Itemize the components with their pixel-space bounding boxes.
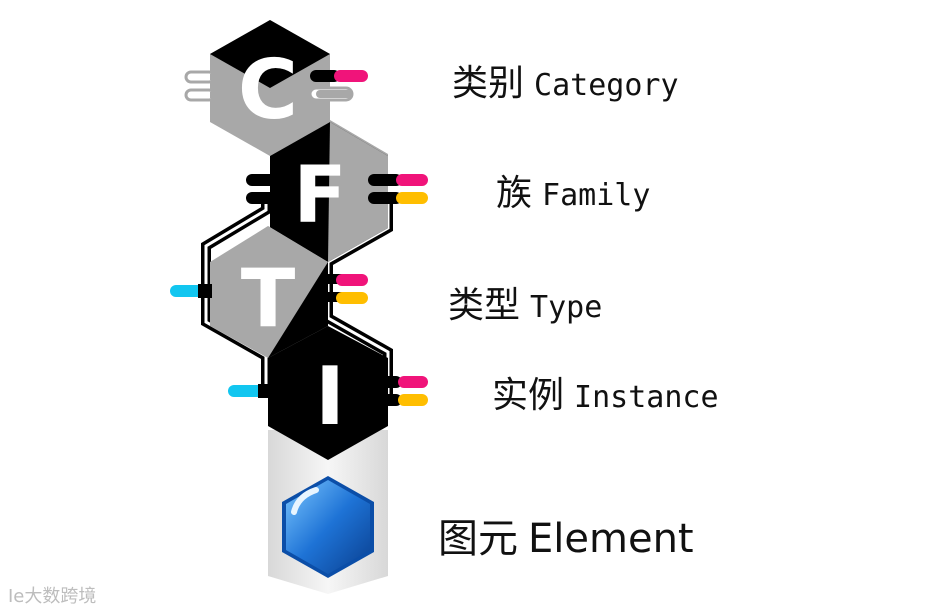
element-label-zh: 图元 (438, 516, 518, 562)
category-label-zh: 类别 (452, 63, 525, 104)
element-label-en: Element (528, 516, 694, 562)
instance-hexagon: I (268, 326, 388, 460)
category-label: 类别 Category (452, 54, 679, 106)
instance-letter: I (315, 350, 345, 443)
family-label-en: Family (542, 178, 651, 213)
element-hexagon (282, 476, 374, 578)
instance-label-zh: 实例 (492, 375, 565, 416)
family-letter: F (293, 151, 346, 241)
type-label: 类型 Type (448, 276, 602, 328)
watermark-logo: Ie大数跨境 (8, 586, 97, 607)
type-letter: T (241, 252, 296, 345)
family-label-zh: 族 (496, 173, 533, 214)
category-label-en: Category (534, 68, 679, 103)
family-hexagon: F (270, 122, 388, 262)
type-hexagon: T (210, 226, 328, 358)
type-label-zh: 类型 (448, 285, 521, 326)
family-label: 族 Family (496, 164, 650, 216)
type-label-en: Type (530, 290, 603, 325)
connector-pins (170, 70, 428, 406)
instance-label: 实例 Instance (492, 366, 719, 418)
instance-label-en: Instance (574, 380, 719, 415)
category-letter: C (238, 43, 298, 138)
